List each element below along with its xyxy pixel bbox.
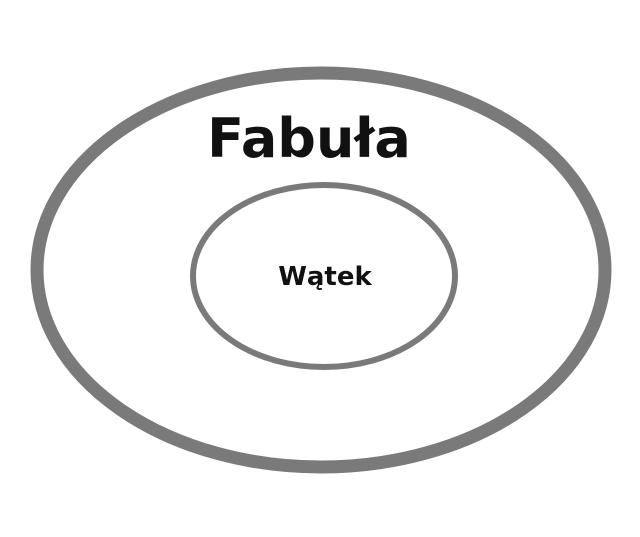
outer-ellipse bbox=[30, 66, 612, 474]
inner-label: Wątek bbox=[278, 262, 372, 292]
outer-label: Fabuła bbox=[207, 107, 411, 170]
inner-ellipse bbox=[190, 182, 458, 370]
